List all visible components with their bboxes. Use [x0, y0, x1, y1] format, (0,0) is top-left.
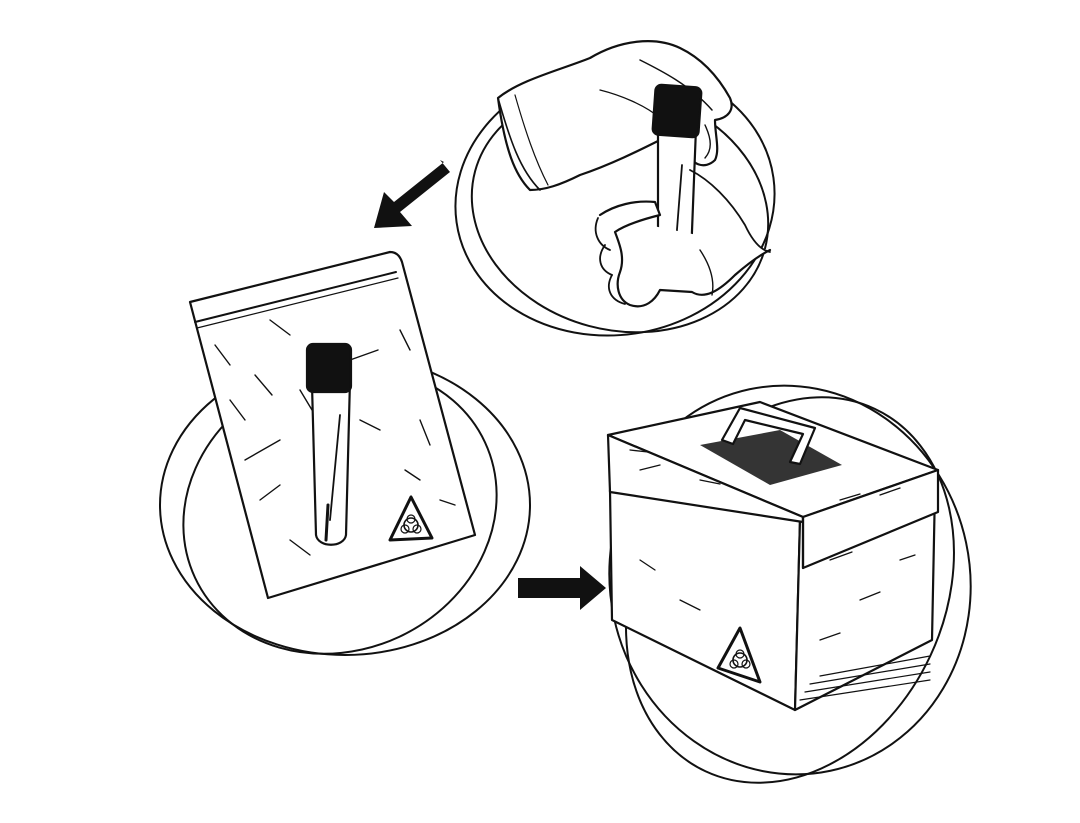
box-texture [629, 449, 916, 641]
box-handle-slot [700, 430, 842, 485]
box-shadow [799, 655, 931, 701]
gloved-hands-holding-tube-icon [454, 40, 776, 337]
biohazard-icon [388, 495, 434, 542]
biohazard-icon [716, 626, 762, 684]
arrow-hands-to-bag [374, 160, 450, 228]
specimen-bag-icon [159, 250, 531, 656]
specimen-tube [305, 342, 353, 546]
arrow-bag-to-box [518, 566, 606, 610]
transport-box-icon [606, 384, 972, 784]
box-handle-icon [720, 406, 817, 466]
box-front [608, 488, 802, 712]
bag-crinkles [214, 319, 456, 556]
bare-hand [598, 200, 772, 308]
